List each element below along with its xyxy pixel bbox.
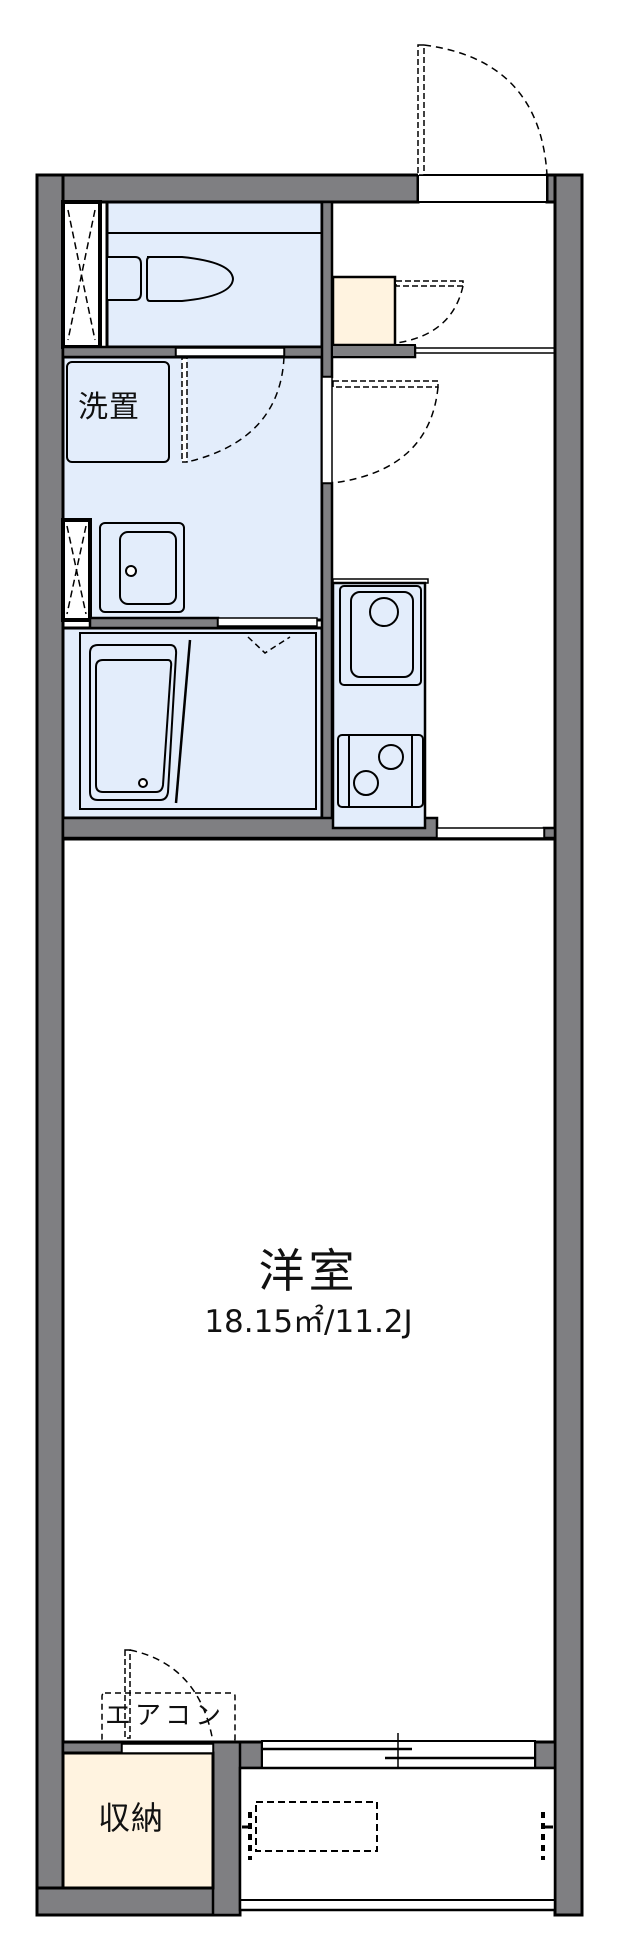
outer-walls [35, 173, 584, 1917]
storage-label: 収納 [98, 1799, 165, 1837]
interior-walls [61, 200, 557, 1917]
shoe-cabinet-icon [331, 275, 555, 358]
washer-label: 洗置 [78, 390, 140, 425]
toilet-door-opening [175, 347, 285, 463]
bathroom-door-opening [217, 617, 318, 627]
storage-room [61, 1743, 215, 1890]
kitchen-sink-icon [339, 585, 422, 686]
stove-icon [337, 734, 424, 808]
main-room-name: 洋室 [258, 1244, 359, 1298]
main-room-floor [61, 837, 557, 1744]
bathtub-icon [79, 632, 317, 810]
storage-door-icon[interactable] [124, 1649, 214, 1743]
washbasin-icon [99, 522, 185, 613]
balcony [238, 1766, 557, 1912]
toilet-icon [107, 232, 322, 302]
washroom-door-icon[interactable] [321, 376, 439, 484]
aircon-icon [101, 1692, 236, 1743]
washer-pan-icon [66, 361, 170, 463]
outdoor-unit-icon [242, 1801, 553, 1860]
main-room-area: 18.15㎡/11.2J [204, 1304, 413, 1340]
balcony-window[interactable] [261, 1733, 536, 1774]
aircon-label: エアコン [105, 1701, 226, 1731]
entrance-door-icon[interactable] [417, 44, 548, 203]
